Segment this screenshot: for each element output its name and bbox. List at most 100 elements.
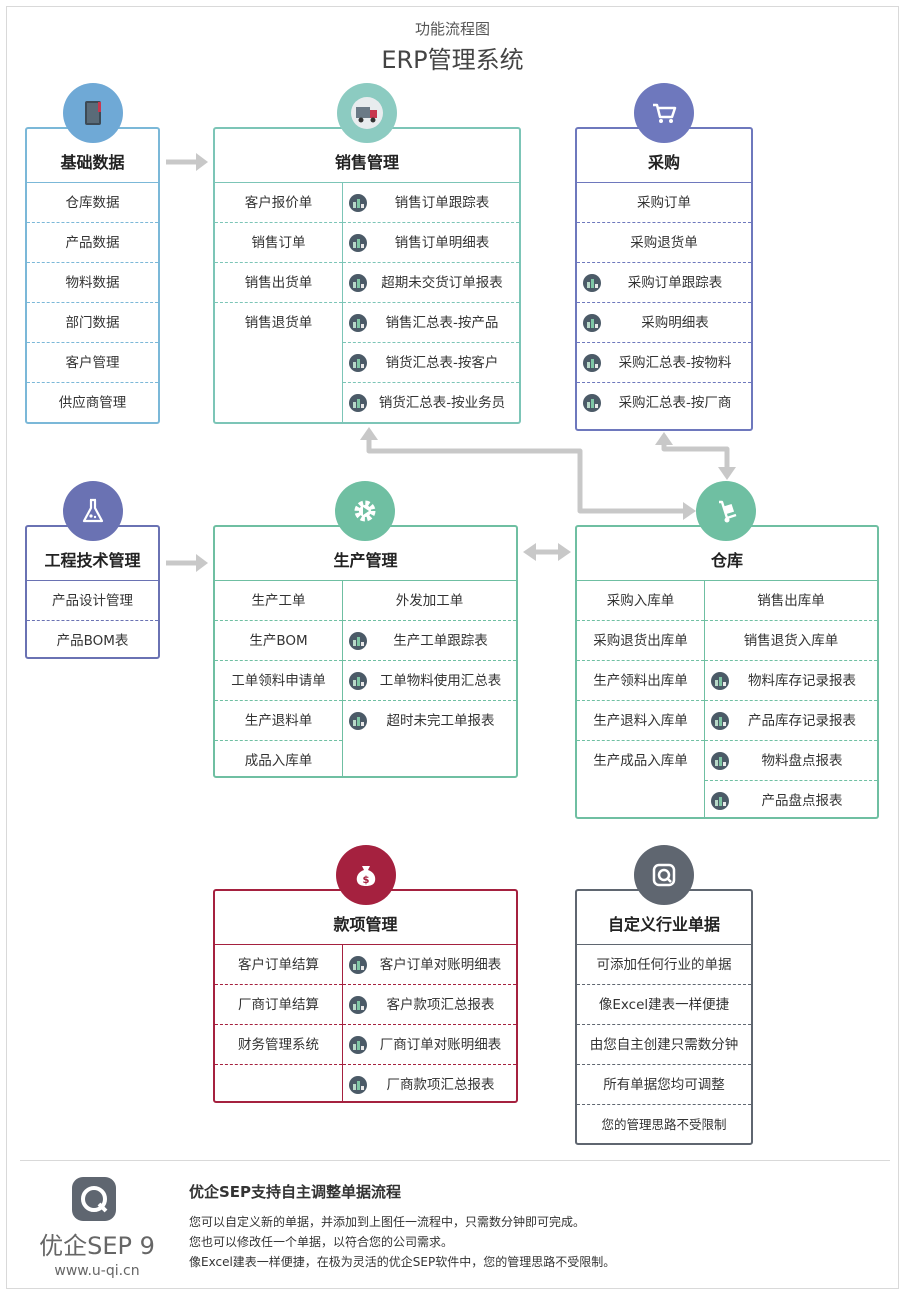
payment-empty-cell <box>215 1065 342 1105</box>
money-bag-icon: $ <box>336 845 396 905</box>
report-chart-icon <box>711 752 729 770</box>
purchase-title: 采购 <box>577 129 751 183</box>
custom-item: 您的管理思路不受限制 <box>601 1117 727 1132</box>
custom-item: 由您自主创建只需数分钟 <box>577 1025 751 1065</box>
warehouse-box: 仓库 采购入库单 采购退货出库单 生产领料出库单 生产退料入库单 生产成品入库单… <box>575 525 879 819</box>
report-chart-icon <box>349 314 367 332</box>
basic-item[interactable]: 物料数据 <box>27 263 158 303</box>
purchase-report[interactable]: 采购明细表 <box>577 303 751 343</box>
purchase-report[interactable]: 采购汇总表-按物料 <box>577 343 751 383</box>
sales-doc[interactable]: 客户报价单 <box>215 183 342 223</box>
production-doc[interactable]: 成品入库单 <box>244 753 313 769</box>
footer-divider <box>20 1160 890 1161</box>
payment-report[interactable]: 客户款项汇总报表 <box>343 985 516 1025</box>
sales-box: 销售管理 客户报价单 销售订单 销售出货单 销售退货单 销售订单跟踪表 销售订单… <box>213 127 521 424</box>
report-chart-icon <box>349 956 367 974</box>
warehouse-report[interactable]: 产品盘点报表 <box>705 781 877 821</box>
purchase-doc[interactable]: 采购订单 <box>577 183 751 223</box>
report-chart-icon <box>349 632 367 650</box>
custom-item: 所有单据您均可调整 <box>577 1065 751 1105</box>
purchase-report[interactable]: 采购汇总表-按厂商 <box>577 383 751 423</box>
basic-item[interactable]: 部门数据 <box>27 303 158 343</box>
warehouse-doc[interactable]: 生产领料出库单 <box>577 661 704 701</box>
payment-doc[interactable]: 财务管理系统 <box>215 1025 342 1065</box>
report-chart-icon <box>711 792 729 810</box>
shopping-cart-icon <box>634 83 694 143</box>
payment-report[interactable]: 厂商款项汇总报表 <box>343 1065 516 1105</box>
warehouse-doc[interactable]: 销售出库单 <box>705 581 877 621</box>
custom-title: 自定义行业单据 <box>577 891 751 945</box>
sales-doc[interactable]: 销售订单 <box>215 223 342 263</box>
production-title: 生产管理 <box>215 527 516 581</box>
report-chart-icon <box>349 194 367 212</box>
basic-item[interactable]: 产品数据 <box>27 223 158 263</box>
basic-item[interactable]: 供应商管理 <box>58 395 127 411</box>
report-chart-icon <box>349 1036 367 1054</box>
warehouse-report[interactable]: 产品库存记录报表 <box>705 701 877 741</box>
warehouse-doc[interactable]: 生产成品入库单 <box>593 753 688 769</box>
sales-report[interactable]: 销售订单跟踪表 <box>343 183 519 223</box>
report-chart-icon <box>349 354 367 372</box>
report-chart-icon <box>349 274 367 292</box>
flask-icon <box>63 481 123 541</box>
report-chart-icon <box>711 712 729 730</box>
production-doc[interactable]: 生产工单 <box>215 581 342 621</box>
sales-report[interactable]: 销货汇总表-按客户 <box>343 343 519 383</box>
production-doc[interactable]: 生产BOM <box>215 621 342 661</box>
basic-item[interactable]: 客户管理 <box>27 343 158 383</box>
footer-text-line: 您可以自定义新的单据，并添加到上图任一流程中，只需数分钟即可完成。 <box>189 1215 586 1229</box>
production-doc[interactable]: 生产退料单 <box>215 701 342 741</box>
payment-title: 款项管理 <box>215 891 516 945</box>
warehouse-doc[interactable]: 销售退货入库单 <box>705 621 877 661</box>
custom-box: 自定义行业单据 可添加任何行业的单据 像Excel建表一样便捷 由您自主创建只需… <box>575 889 753 1145</box>
footer-title: 优企SEP支持自主调整单据流程 <box>189 1183 402 1201</box>
footer-text-line: 您也可以修改任一个单据，以符合您的公司需求。 <box>189 1235 454 1249</box>
hand-truck-icon <box>696 481 756 541</box>
sales-title: 销售管理 <box>215 129 519 183</box>
brand-url[interactable]: www.u-qi.cn <box>54 1263 140 1279</box>
diagram-subtitle: 功能流程图 <box>414 20 490 38</box>
warehouse-report[interactable]: 物料盘点报表 <box>705 741 877 781</box>
engineering-item[interactable]: 产品设计管理 <box>27 581 158 621</box>
custom-item: 像Excel建表一样便捷 <box>577 985 751 1025</box>
gear-icon <box>335 481 395 541</box>
warehouse-doc[interactable]: 生产退料入库单 <box>577 701 704 741</box>
payment-report[interactable]: 厂商订单对账明细表 <box>343 1025 516 1065</box>
report-chart-icon <box>349 672 367 690</box>
sales-report[interactable]: 销货汇总表-按业务员 <box>343 383 519 423</box>
purchase-report[interactable]: 采购订单跟踪表 <box>577 263 751 303</box>
engineering-item[interactable]: 产品BOM表 <box>56 633 129 649</box>
production-report[interactable]: 超时未完工单报表 <box>343 701 516 741</box>
sales-doc[interactable]: 销售退货单 <box>244 315 313 331</box>
production-doc[interactable]: 外发加工单 <box>343 581 516 621</box>
production-report[interactable]: 生产工单跟踪表 <box>343 621 516 661</box>
warehouse-report[interactable]: 物料库存记录报表 <box>705 661 877 701</box>
warehouse-doc[interactable]: 采购入库单 <box>577 581 704 621</box>
brand-logo-icon <box>72 1177 116 1221</box>
footer-text-line: 像Excel建表一样便捷，在极为灵活的优企SEP软件中，您的管理思路不受限制。 <box>189 1255 616 1269</box>
production-report[interactable]: 工单物料使用汇总表 <box>343 661 516 701</box>
search-document-icon <box>634 845 694 905</box>
custom-item: 可添加任何行业的单据 <box>577 945 751 985</box>
basic-item[interactable]: 仓库数据 <box>27 183 158 223</box>
sales-report[interactable]: 销售汇总表-按产品 <box>343 303 519 343</box>
payment-doc[interactable]: 厂商订单结算 <box>215 985 342 1025</box>
engineering-title: 工程技术管理 <box>27 527 158 581</box>
report-chart-icon <box>583 274 601 292</box>
payment-report[interactable]: 客户订单对账明细表 <box>343 945 516 985</box>
payment-box: 款项管理 客户订单结算 厂商订单结算 财务管理系统 客户订单对账明细表 客户款项… <box>213 889 518 1103</box>
engineering-box: 工程技术管理 产品设计管理 产品BOM表 <box>25 525 160 659</box>
production-doc[interactable]: 工单领料申请单 <box>215 661 342 701</box>
payment-doc[interactable]: 客户订单结算 <box>215 945 342 985</box>
sales-report[interactable]: 超期未交货订单报表 <box>343 263 519 303</box>
sales-doc[interactable]: 销售出货单 <box>215 263 342 303</box>
warehouse-title: 仓库 <box>577 527 877 581</box>
purchase-doc[interactable]: 采购退货单 <box>577 223 751 263</box>
production-box: 生产管理 生产工单 生产BOM 工单领料申请单 生产退料单 成品入库单 外发加工… <box>213 525 518 778</box>
report-chart-icon <box>349 234 367 252</box>
warehouse-doc[interactable]: 采购退货出库单 <box>577 621 704 661</box>
report-chart-icon <box>349 712 367 730</box>
sales-report[interactable]: 销售订单明细表 <box>343 223 519 263</box>
diagram-title: ERP管理系统 <box>381 46 524 74</box>
truck-icon <box>337 83 397 143</box>
